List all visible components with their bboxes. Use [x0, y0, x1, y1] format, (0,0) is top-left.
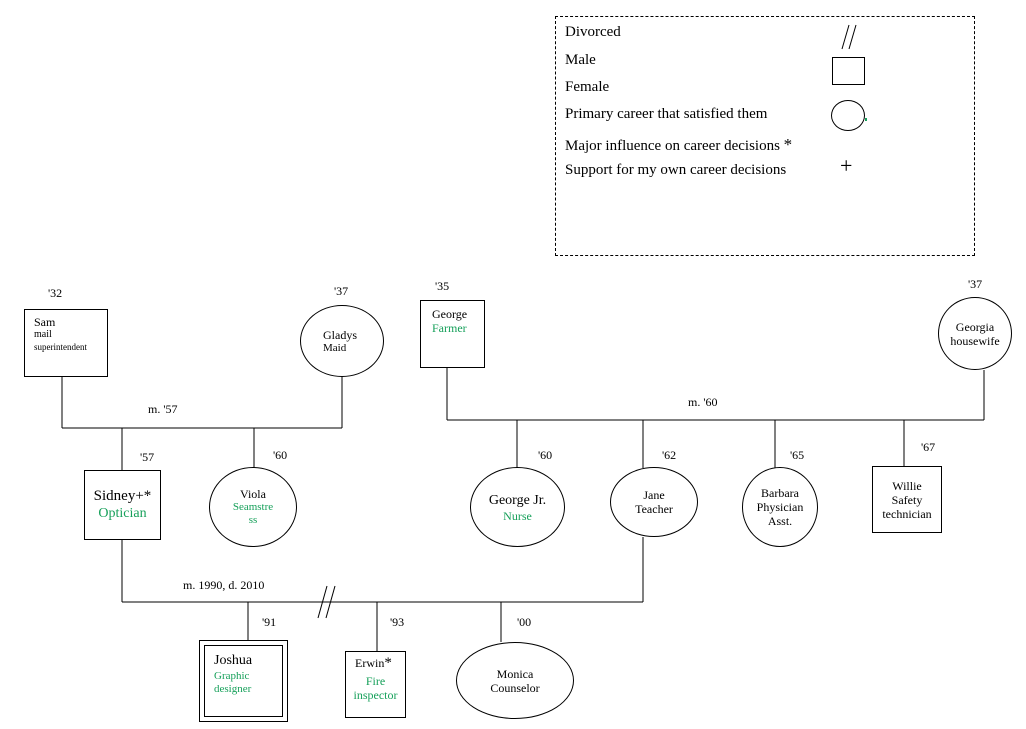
sam-job-line2: superintendent	[34, 342, 87, 352]
george-name: George	[432, 307, 468, 321]
georgia-year: '37	[968, 277, 983, 291]
barbara-job-line2: Asst.	[767, 514, 793, 528]
viola-year: '60	[273, 448, 288, 462]
legend-primary-career-label: Primary career that satisfied them	[565, 106, 768, 122]
sam-name: Sam	[34, 315, 56, 329]
barbara-year: '65	[790, 448, 805, 462]
sam-job-line1: mail	[34, 329, 52, 340]
divorce-slash-2	[325, 585, 336, 619]
erwin-year: '93	[390, 615, 405, 629]
georgia-node: Georgia housewife	[938, 297, 1012, 370]
viola-job-line1: Seamstre	[232, 501, 274, 513]
erwin-name-row: Erwin*	[346, 655, 392, 671]
barbara-name: Barbara	[761, 486, 799, 500]
joshua-year: '91	[262, 615, 277, 629]
gladys-job: Maid	[323, 341, 347, 354]
jane-name: Jane	[643, 488, 665, 502]
joshua-outer-node: Joshua Graphic designer	[199, 640, 288, 722]
legend-box: Divorced Male Female Primary career that…	[555, 16, 975, 256]
major-influence-text: Major influence on career decisions	[565, 138, 780, 154]
georgia-name: Georgia	[955, 319, 995, 334]
divorce-slash-1	[317, 585, 328, 619]
gladys-name: Gladys	[323, 327, 357, 342]
legend-support-label: Support for my own career decisions	[565, 162, 787, 178]
george-jr-year: '60	[538, 448, 553, 462]
barbara-node: Barbara Physician Asst.	[742, 467, 818, 547]
george-jr-job: Nurse	[503, 508, 532, 523]
george-georgia-marriage-label: m. '60	[688, 395, 718, 409]
jane-node: Jane Teacher	[610, 467, 698, 537]
willie-year: '67	[921, 440, 936, 454]
george-jr-name: George Jr.	[488, 492, 547, 508]
female-circle-icon	[831, 100, 865, 131]
willie-job-line1: Safety	[891, 492, 923, 507]
viola-job-line2: ss	[248, 514, 258, 526]
georgia-job: housewife	[950, 333, 1000, 348]
joshua-node: Joshua Graphic designer	[204, 645, 283, 717]
george-year: '35	[435, 279, 450, 293]
legend-female-label: Female	[565, 79, 610, 95]
erwin-job-line2: inspector	[353, 688, 398, 702]
willie-job-line2: technician	[882, 506, 932, 521]
monica-job: Counselor	[490, 680, 540, 695]
george-node: George Farmer	[420, 300, 485, 368]
asterisk-icon: *	[783, 135, 793, 154]
sam-year: '32	[48, 286, 63, 300]
willie-name: Willie	[892, 478, 922, 493]
willie-node: Willie Safety technician	[872, 466, 942, 533]
erwin-name: Erwin	[355, 656, 385, 670]
male-square-icon	[832, 57, 865, 85]
sidney-year: '57	[140, 450, 155, 464]
joshua-name: Joshua	[214, 653, 253, 668]
monica-node: Monica Counselor	[456, 642, 574, 719]
george-job: Farmer	[432, 321, 467, 335]
jane-job: Teacher	[635, 502, 673, 516]
gladys-node: Gladys Maid	[300, 305, 384, 377]
sam-gladys-marriage-label: m. '57	[148, 402, 178, 416]
monica-name: Monica	[496, 666, 534, 681]
sidney-jane-marriage-label: m. 1990, d. 2010	[183, 578, 265, 592]
green-mark-icon	[865, 118, 867, 121]
legend-major-influence-label: Major influence on career decisions *	[565, 135, 792, 155]
george-jr-node: George Jr. Nurse	[470, 467, 565, 547]
viola-node: Viola Seamstre ss	[209, 467, 297, 547]
erwin-node: Erwin* Fire inspector	[345, 651, 406, 718]
divorced-symbol-icon	[841, 24, 857, 50]
monica-year: '00	[517, 615, 532, 629]
sam-node: Sam mail superintendent	[24, 309, 108, 377]
sidney-job: Optician	[98, 506, 147, 521]
barbara-job-line1: Physician	[756, 500, 804, 514]
viola-name: Viola	[240, 487, 266, 501]
jane-year: '62	[662, 448, 677, 462]
legend-divorced-label: Divorced	[565, 24, 621, 40]
sidney-name: Sidney+*	[93, 488, 152, 504]
joshua-job-line1: Graphic	[214, 670, 250, 682]
plus-icon: +	[840, 153, 853, 178]
legend-male-label: Male	[565, 52, 596, 68]
joshua-job-line2: designer	[214, 683, 252, 695]
gladys-year: '37	[334, 284, 349, 298]
erwin-asterisk-icon: *	[384, 655, 392, 671]
sidney-node: Sidney+* Optician	[84, 470, 161, 540]
erwin-job-line1: Fire	[365, 674, 386, 688]
